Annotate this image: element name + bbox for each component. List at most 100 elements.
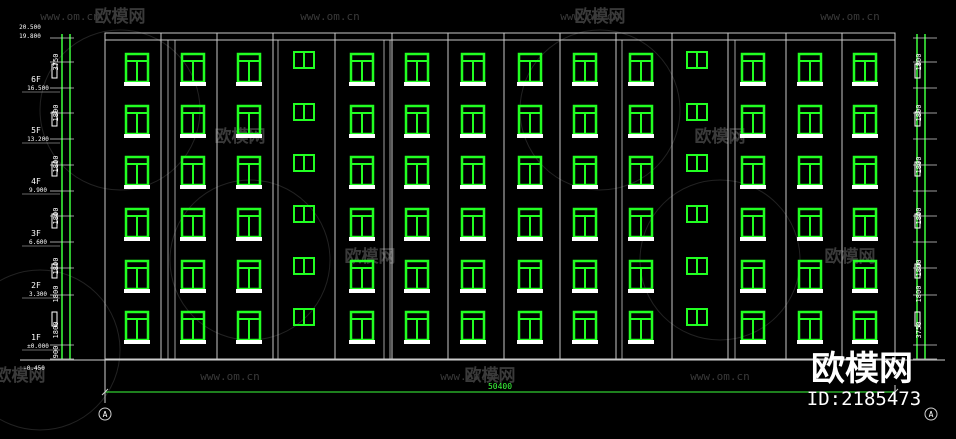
- window: [852, 207, 878, 241]
- window: [124, 207, 150, 241]
- window-sill: [460, 340, 486, 344]
- window-sill: [517, 185, 543, 189]
- window: [404, 259, 430, 293]
- window: [740, 310, 766, 344]
- window: [517, 52, 543, 86]
- rail-detail: [51, 263, 58, 279]
- window-sill: [404, 134, 430, 138]
- rail-detail: [51, 213, 58, 229]
- window-sill: [236, 289, 262, 293]
- window: [349, 207, 375, 241]
- window: [572, 155, 598, 189]
- window-sill: [517, 82, 543, 86]
- window-sill: [349, 289, 375, 293]
- window-sill: [628, 340, 654, 344]
- window: [852, 310, 878, 344]
- window-sill: [740, 82, 766, 86]
- axis-marker-left: A: [98, 407, 112, 421]
- axis-label-right: A: [929, 410, 934, 419]
- window: [404, 52, 430, 86]
- watermark-site: www.om.cn: [820, 10, 880, 23]
- floor-elevation: 3.300: [29, 291, 47, 298]
- dim-value: 1800: [52, 322, 60, 339]
- window-sill: [852, 82, 878, 86]
- window: [572, 310, 598, 344]
- stair-window: [293, 51, 315, 69]
- dim-value: 3750: [52, 54, 60, 71]
- bottom-dimension: 50400: [101, 360, 899, 403]
- window-sill: [180, 185, 206, 189]
- window: [797, 207, 823, 241]
- dim-value: 1800: [52, 258, 60, 275]
- floor-name: 5F: [31, 126, 41, 135]
- window: [404, 207, 430, 241]
- watermark-brand-large: 欧模网: [811, 349, 913, 389]
- window-sill: [628, 237, 654, 241]
- window-sill: [404, 289, 430, 293]
- roof-elevation: 19.800: [19, 33, 41, 40]
- window: [236, 104, 262, 138]
- window-sill: [852, 134, 878, 138]
- window-sill: [236, 134, 262, 138]
- watermark-site: www.om.cn: [300, 10, 360, 23]
- rail-detail: [51, 311, 58, 327]
- watermark-site: www.om.cn: [690, 370, 750, 383]
- window: [797, 52, 823, 86]
- watermark-id: ID:2185473: [807, 388, 921, 410]
- window-sill: [349, 340, 375, 344]
- rail-detail: [914, 63, 921, 79]
- window-sill: [180, 340, 206, 344]
- window: [404, 310, 430, 344]
- window: [460, 310, 486, 344]
- window: [404, 155, 430, 189]
- window: [349, 155, 375, 189]
- window-sill: [349, 237, 375, 241]
- window-sill: [349, 82, 375, 86]
- window-sill: [628, 82, 654, 86]
- stair-window: [686, 103, 708, 121]
- stair-window: [686, 308, 708, 326]
- window-sill: [740, 340, 766, 344]
- window: [180, 52, 206, 86]
- window: [740, 104, 766, 138]
- watermark-circle: [39, 29, 201, 191]
- rail-detail: [51, 161, 58, 177]
- left-dimension-chain: 90018001800180018001800180037501F±0.0002…: [19, 24, 74, 372]
- watermark-circle: [639, 179, 801, 341]
- rail-detail: [914, 111, 921, 127]
- axis-marker-right: A: [924, 407, 938, 421]
- ground-elevation: -0.450: [23, 365, 45, 372]
- dim-value: 1800: [52, 156, 60, 173]
- window: [797, 104, 823, 138]
- window-sill: [852, 289, 878, 293]
- window-sill: [349, 185, 375, 189]
- window-sill: [572, 185, 598, 189]
- window: [797, 310, 823, 344]
- window-sill: [517, 134, 543, 138]
- window-sill: [236, 82, 262, 86]
- window: [852, 155, 878, 189]
- stair-window: [293, 205, 315, 223]
- window-sill: [740, 185, 766, 189]
- dim-value: 1800: [915, 157, 923, 174]
- stair-window: [293, 257, 315, 275]
- window: [460, 52, 486, 86]
- window-sill: [797, 237, 823, 241]
- window-sill: [124, 237, 150, 241]
- window: [740, 52, 766, 86]
- watermark-brand: 欧模网: [0, 365, 46, 386]
- rail-detail: [51, 63, 58, 79]
- stair-window: [686, 51, 708, 69]
- stair-window: [686, 257, 708, 275]
- window: [517, 259, 543, 293]
- dim-value: 1800: [915, 208, 923, 225]
- window: [852, 104, 878, 138]
- window: [572, 259, 598, 293]
- rail-detail: [914, 311, 921, 327]
- window: [124, 310, 150, 344]
- watermark-brand: 欧模网: [575, 6, 626, 27]
- window-sill: [460, 134, 486, 138]
- window-sill: [180, 289, 206, 293]
